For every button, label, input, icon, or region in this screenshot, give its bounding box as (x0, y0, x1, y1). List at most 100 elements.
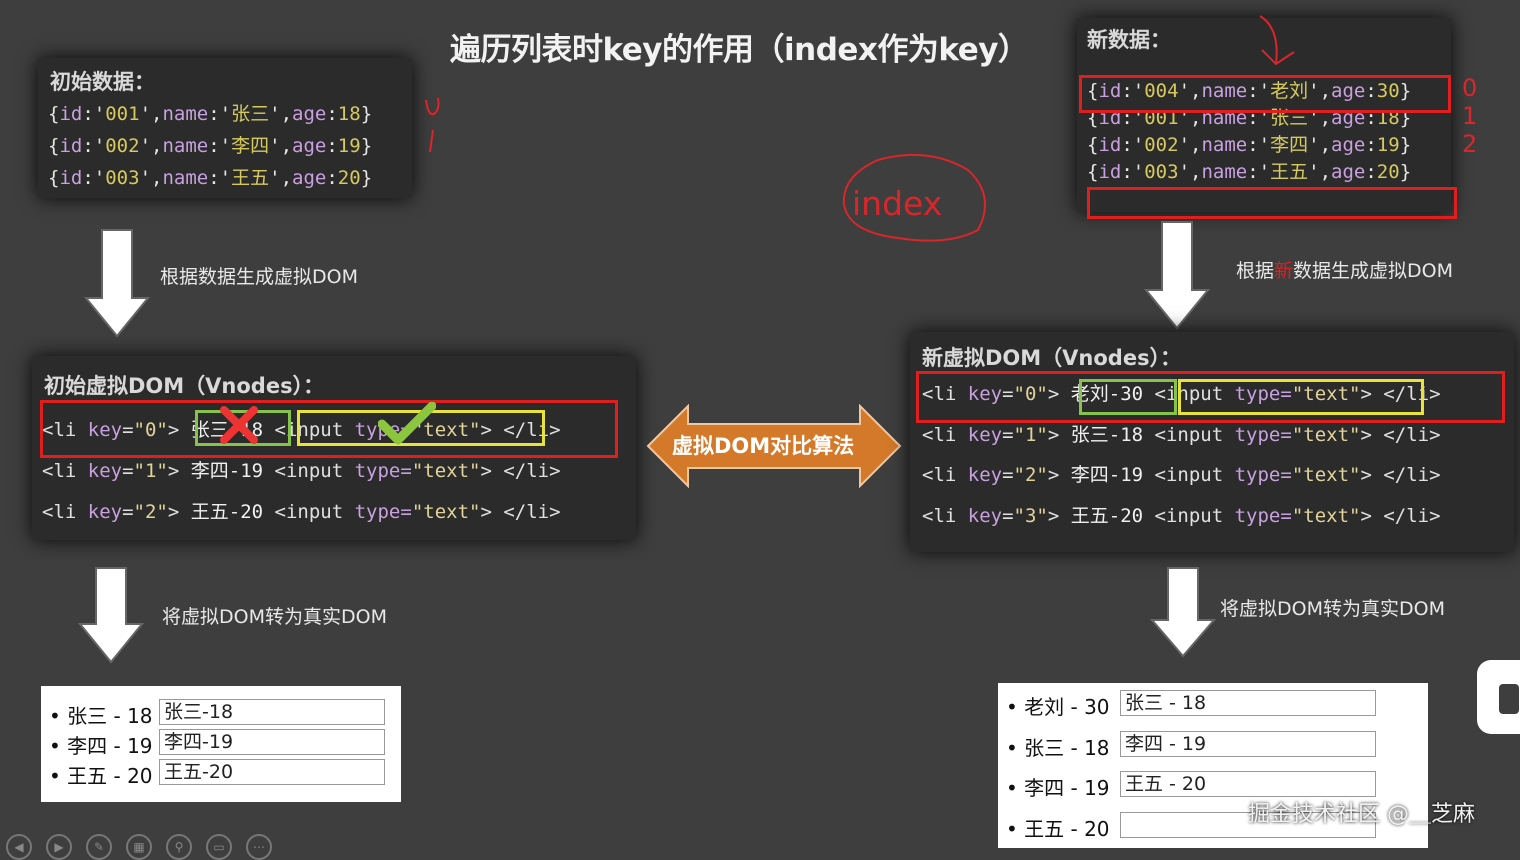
punct: :' (208, 167, 232, 189)
list-item-input[interactable]: 李四-19 (159, 729, 385, 755)
value-age: 19 (1376, 134, 1400, 156)
initial-vdom-row-highlight (40, 400, 618, 458)
input-tag: <input (1143, 464, 1235, 486)
punct: = (1002, 504, 1014, 527)
key-id: id (59, 167, 83, 189)
new-row-highlight (1079, 75, 1451, 113)
diff-label: 虚拟DOM对比算法 (672, 434, 855, 458)
list-item: • 李四 - 19 (49, 734, 153, 758)
index-note: index (852, 184, 943, 223)
side-float-icon[interactable] (1477, 660, 1520, 734)
new-vnode: <li key="0"> 老刘-30 <input type="text"> <… (922, 374, 1441, 415)
match-check-icon (378, 402, 436, 445)
key-attr: key (967, 504, 1003, 527)
value-name: 王五 (1270, 161, 1309, 183)
key-value: "0" (1013, 383, 1048, 405)
li-close-tag: > </li> (480, 419, 561, 441)
left-convert-caption: 将虚拟DOM转为真实DOM (162, 606, 387, 628)
value-name: 李四 (1270, 134, 1309, 156)
value-age: 19 (337, 135, 361, 157)
type-attr: type= (354, 501, 412, 523)
punct: = (1002, 464, 1014, 486)
punct: :' (208, 135, 232, 157)
list-item-input[interactable]: 王五-20 (159, 759, 385, 785)
key-attr: key (87, 460, 123, 482)
punct: : (326, 167, 338, 189)
brace: } (360, 135, 373, 157)
punct: ', (269, 135, 293, 157)
type-attr: type= (1234, 464, 1292, 486)
punct: : (1365, 80, 1377, 102)
type-value: "text" (411, 501, 481, 523)
brace: { (48, 135, 60, 157)
value-id: 002 (1144, 134, 1179, 156)
initial-vnode: <li key="2"> 王五-20 <input type="text"> <… (42, 492, 561, 533)
list-item-input[interactable]: 李四 - 19 (1120, 730, 1376, 757)
punct: :' (1247, 134, 1271, 156)
key-name: name (1201, 134, 1248, 156)
pen-icon[interactable]: ✎ (86, 834, 112, 860)
punct: : (326, 103, 338, 125)
list-item-input[interactable] (1120, 811, 1376, 838)
key-name: name (1201, 80, 1248, 102)
list-item: • 王五 - 20 (49, 764, 153, 788)
punct: ', (139, 103, 163, 125)
li-close-tag: > </li> (480, 501, 561, 523)
key-value: "1" (133, 460, 168, 482)
value-name: 王五 (231, 167, 270, 189)
value-age: 18 (337, 103, 361, 125)
punct: :' (1121, 134, 1145, 156)
list-item-input[interactable]: 王五 - 20 (1120, 771, 1376, 797)
watermark: 掘金技术社区 @＿芝麻 (1248, 802, 1475, 827)
key-name: name (162, 103, 209, 125)
key-value: "1" (1013, 423, 1048, 446)
punct: ', (1178, 80, 1202, 102)
value-id: 003 (105, 167, 140, 189)
value-id: 002 (105, 135, 140, 157)
subtitle-icon[interactable]: ▭ (206, 834, 232, 860)
li-open-tag: <li (922, 464, 968, 486)
input-tag: <input (263, 501, 355, 523)
index-circle-annotation (842, 153, 986, 242)
key-attr: key (87, 501, 123, 523)
key-age: age (292, 103, 327, 125)
punct: > (167, 460, 191, 482)
initial-vdom-panel: 初始虚拟DOM（Vnodes）： <li key="0"> 张三-18 <inp… (32, 356, 636, 540)
zoom-icon[interactable]: ⚲ (166, 834, 192, 860)
more-icon[interactable]: ⋯ (246, 834, 272, 860)
li-close-tag: > </li> (1360, 464, 1441, 486)
punct: : (326, 135, 338, 157)
next-slide-icon[interactable]: ▶ (46, 834, 72, 860)
grid-icon[interactable]: ▦ (126, 834, 152, 860)
key-name: name (162, 135, 209, 157)
brace: } (1399, 161, 1412, 183)
key-name: name (1201, 161, 1248, 183)
type-value: "text" (411, 419, 481, 441)
key-attr: key (967, 464, 1003, 486)
brace: } (1399, 80, 1412, 102)
li-open-tag: <li (922, 504, 968, 527)
new-vdom-rows: <li key="0"> 老刘-30 <input type="text"> <… (922, 374, 1441, 536)
initial-vnode: <li key="0"> 张三-18 <input type="text"> <… (42, 410, 561, 451)
new-data-panel: 新数据： {id:'004',name:'老刘',age:30}{id:'001… (1077, 18, 1451, 212)
list-item-input[interactable]: 张三 - 18 (1120, 690, 1376, 716)
punct: ', (1308, 80, 1332, 102)
down-arrow-left-1 (83, 229, 151, 338)
new-data-heading: 新数据： (1087, 28, 1171, 52)
input-tag: <input (1143, 423, 1235, 446)
initial-data-heading: 初始数据： (50, 70, 155, 94)
initial-data-row: {id:'003',name:'王五',age:20} (48, 162, 372, 194)
page-title: 遍历列表时key的作用（index作为key） (450, 32, 1029, 68)
list-item-input[interactable]: 张三-18 (159, 699, 385, 725)
prev-slide-icon[interactable]: ◀ (6, 834, 32, 860)
li-open-tag: <li (42, 419, 88, 441)
type-value: "text" (1291, 423, 1361, 446)
value-age: 20 (1376, 161, 1400, 183)
key-id: id (1098, 161, 1122, 183)
brace: { (1087, 107, 1099, 129)
brace: { (1087, 80, 1099, 102)
punct: : (1365, 134, 1377, 156)
type-attr: type= (1234, 423, 1292, 446)
mismatch-x-icon (220, 406, 258, 444)
